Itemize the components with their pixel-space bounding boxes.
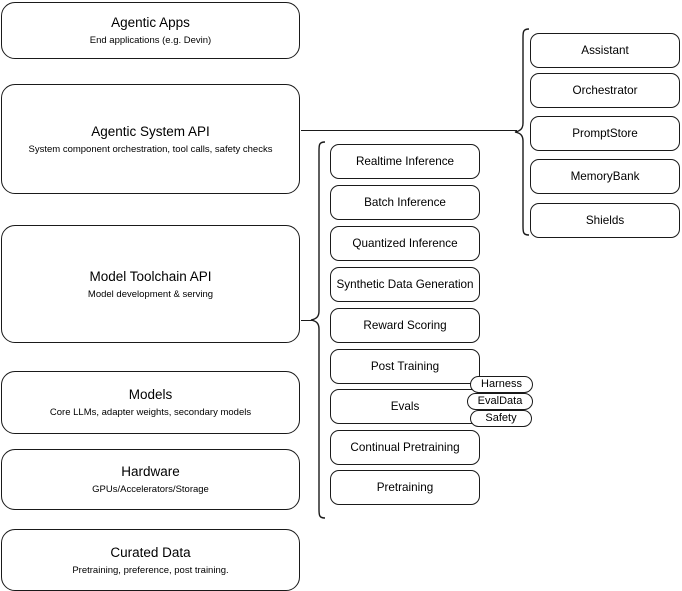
- layer-subtitle: System component orchestration, tool cal…: [28, 143, 273, 155]
- component-card-evals[interactable]: Evals: [330, 389, 480, 424]
- component-label: Shields: [585, 213, 625, 227]
- layer-title: Agentic Apps: [111, 15, 190, 30]
- component-label: Batch Inference: [364, 195, 446, 209]
- component-label: MemoryBank: [570, 169, 640, 183]
- component-label: Continual Pretraining: [350, 440, 460, 454]
- badge-harness[interactable]: Harness: [470, 376, 533, 393]
- component-label: Reward Scoring: [363, 318, 447, 332]
- layer-subtitle: Core LLMs, adapter weights, secondary mo…: [49, 407, 252, 418]
- component-label: Pretraining: [376, 480, 434, 494]
- component-card-shields[interactable]: Shields: [530, 203, 680, 238]
- layer-title: Model Toolchain API: [89, 268, 212, 284]
- component-label: Assistant: [581, 43, 629, 57]
- component-card-reward-scoring[interactable]: Reward Scoring: [330, 308, 480, 343]
- layer-card-models[interactable]: Models Core LLMs, adapter weights, secon…: [1, 371, 300, 434]
- connector-agentic-system-to-components: [301, 130, 517, 132]
- component-card-promptstore[interactable]: PromptStore: [530, 116, 680, 151]
- layer-card-curated-data[interactable]: Curated Data Pretraining, preference, po…: [1, 529, 300, 591]
- component-label: Quantized Inference: [352, 236, 458, 250]
- badge-label: Safety: [485, 412, 517, 424]
- component-card-assistant[interactable]: Assistant: [530, 33, 680, 68]
- layer-card-hardware[interactable]: Hardware GPUs/Accelerators/Storage: [1, 449, 300, 510]
- layer-title: Agentic System API: [91, 123, 210, 139]
- layer-title: Models: [128, 387, 173, 402]
- badge-safety[interactable]: Safety: [470, 410, 532, 427]
- layer-subtitle: Pretraining, preference, post training.: [72, 564, 229, 576]
- component-label: Synthetic Data Generation: [336, 277, 474, 291]
- component-card-continual-pretraining[interactable]: Continual Pretraining: [330, 430, 480, 465]
- component-card-realtime-inference[interactable]: Realtime Inference: [330, 144, 480, 179]
- component-card-memorybank[interactable]: MemoryBank: [530, 159, 680, 194]
- component-card-post-training[interactable]: Post Training: [330, 349, 480, 384]
- brace-toolchain-components: [310, 141, 326, 519]
- badge-evaldata[interactable]: EvalData: [467, 393, 533, 410]
- component-label: Evals: [390, 399, 420, 413]
- component-card-synthetic-data-generation[interactable]: Synthetic Data Generation: [330, 267, 480, 302]
- layer-card-model-toolchain-api[interactable]: Model Toolchain API Model development & …: [1, 225, 300, 343]
- layer-title: Hardware: [121, 464, 180, 479]
- component-card-pretraining[interactable]: Pretraining: [330, 470, 480, 505]
- component-label: Post Training: [370, 359, 440, 373]
- component-card-quantized-inference[interactable]: Quantized Inference: [330, 226, 480, 261]
- component-card-batch-inference[interactable]: Batch Inference: [330, 185, 480, 220]
- brace-agentic-components: [514, 28, 530, 236]
- connector-toolchain-to-components: [301, 320, 313, 322]
- badge-label: Harness: [481, 378, 522, 390]
- component-label: Realtime Inference: [355, 154, 455, 168]
- layer-card-agentic-apps[interactable]: Agentic Apps End applications (e.g. Devi…: [1, 2, 300, 59]
- layer-subtitle: GPUs/Accelerators/Storage: [92, 484, 209, 495]
- component-label: Orchestrator: [572, 83, 638, 97]
- component-label: PromptStore: [572, 126, 638, 140]
- layer-subtitle: Model development & serving: [87, 288, 214, 300]
- layer-subtitle: End applications (e.g. Devin): [89, 35, 212, 46]
- layer-card-agentic-system-api[interactable]: Agentic System API System component orch…: [1, 84, 300, 194]
- layer-title: Curated Data: [110, 544, 191, 560]
- badge-label: EvalData: [477, 395, 523, 407]
- component-card-orchestrator[interactable]: Orchestrator: [530, 73, 680, 108]
